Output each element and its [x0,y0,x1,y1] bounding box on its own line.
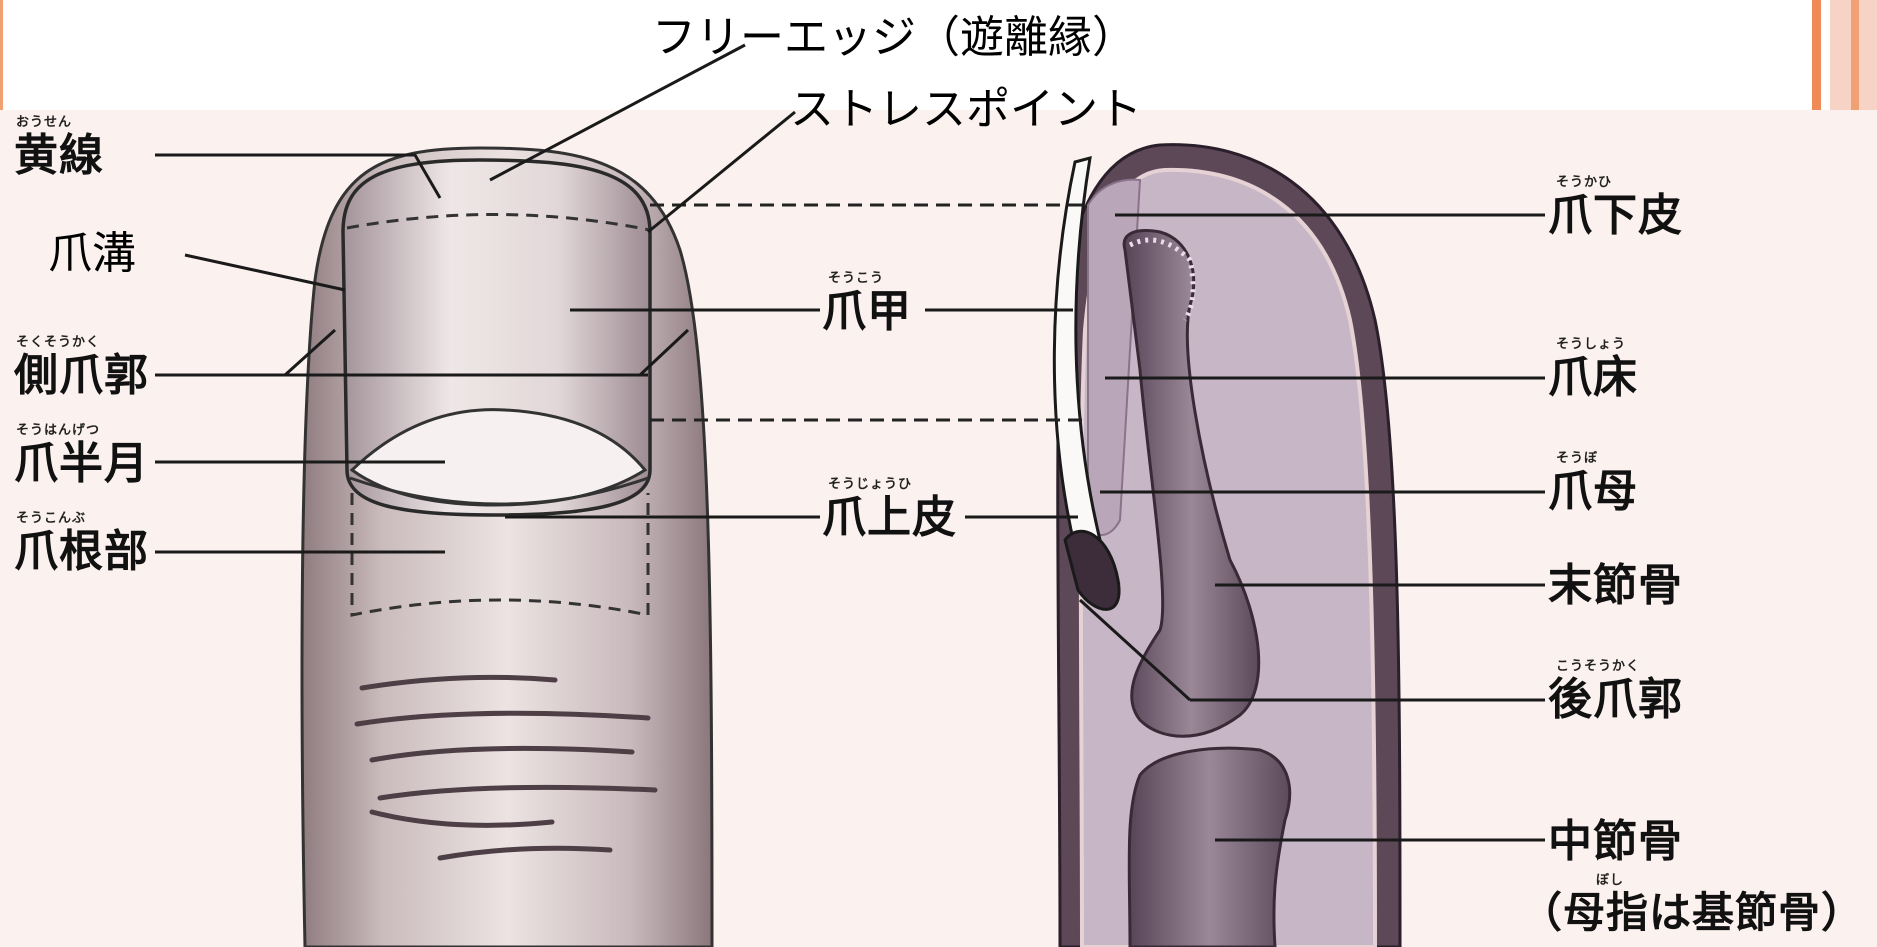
ruby-proximal-nail-fold: こうそうかく [1556,660,1640,673]
ruby-lunula: そうはんげつ [16,424,100,437]
label-thumb-note: （母指は基節骨） [1520,892,1864,934]
callout-stress-point: ストレスポイント [790,88,1142,132]
ruby-nail-bed: そうしょう [1556,338,1626,351]
label-nail-root: 爪根部 [14,530,149,574]
label-yellow-line: 黄線 [14,134,104,178]
label-hyponychium: 爪下皮 [1548,194,1683,238]
ruby-eponychium: そうじょうひ [828,478,912,491]
finger-dorsal-view [302,148,712,947]
ruby-nail-root: そうこんぶ [16,512,86,525]
label-lateral-nail-fold: 側爪郭 [14,354,149,398]
middle-phalanx [1129,748,1289,947]
label-eponychium: 爪上皮 [822,496,957,540]
ruby-nail-matrix: そうぼ [1556,452,1598,465]
ruby-lateral-nail-fold: そくそうかく [16,336,100,349]
orange-accent-bar-2 [1851,0,1859,110]
frame-left-edge [0,0,3,110]
label-distal-phalanx: 末節骨 [1548,564,1683,608]
orange-accent-bar [1812,0,1821,110]
ruby-yellow-line: おうせん [16,116,72,129]
ruby-nail-plate: そうこう [828,272,884,285]
label-proximal-nail-fold: 後爪郭 [1548,678,1683,722]
label-nail-bed: 爪床 [1548,356,1638,400]
label-lunula: 爪半月 [14,442,149,486]
ruby-thumb-note: ぼし [1596,874,1624,887]
label-middle-phalanx: 中節骨 [1548,820,1683,864]
finger-section-view [1054,145,1400,947]
label-nail-plate: 爪甲 [822,290,912,334]
callout-nail-groove: 爪溝 [48,232,136,276]
callout-free-edge: フリーエッジ（遊離縁） [652,16,1136,60]
label-nail-matrix: 爪母 [1548,470,1638,514]
ruby-hyponychium: そうかひ [1556,176,1612,189]
